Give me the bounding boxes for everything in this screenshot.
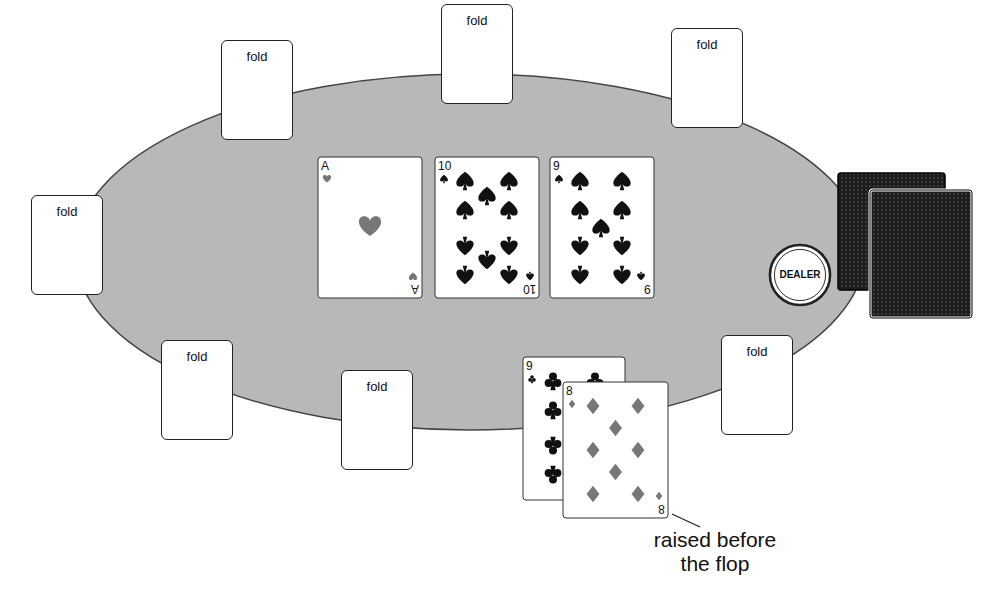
pip (571, 237, 588, 255)
pip (555, 175, 563, 183)
pip (613, 172, 630, 190)
pip (609, 420, 622, 437)
pip (571, 266, 588, 284)
pip (478, 251, 495, 269)
folded-hand: fold (721, 335, 793, 435)
pip (613, 266, 630, 284)
card-index: 9 (526, 359, 533, 373)
pip (478, 187, 495, 205)
pip (500, 266, 517, 284)
pip (409, 273, 417, 280)
pip (587, 398, 600, 415)
card-face (435, 157, 539, 298)
pip (609, 464, 622, 481)
card-index: 10 (438, 159, 451, 173)
playing-card: 9 (523, 357, 625, 500)
dealer-label: DEALER (768, 269, 832, 281)
fold-label: fold (722, 344, 792, 359)
pip (569, 400, 575, 408)
leader-line (672, 514, 700, 527)
pip (592, 219, 609, 237)
playing-card: AA (318, 157, 422, 298)
pip (456, 201, 473, 219)
folded-hand: fold (31, 195, 103, 295)
pip (656, 492, 662, 500)
card-index: A (411, 282, 419, 296)
pip (440, 175, 448, 183)
pip (500, 172, 517, 190)
folded-hand: fold (441, 4, 513, 104)
pip (545, 402, 562, 420)
pip (500, 201, 517, 219)
fold-label: fold (672, 37, 742, 52)
card-index: 8 (658, 502, 665, 516)
card-face (550, 157, 654, 298)
pip (571, 201, 588, 219)
fold-label: fold (222, 49, 292, 64)
pip (359, 216, 381, 236)
folded-hand: fold (221, 40, 293, 140)
playing-card: 99 (550, 157, 654, 298)
pip (456, 266, 473, 284)
pip (587, 442, 600, 459)
card-index: 8 (566, 384, 573, 398)
folded-hand: fold (341, 370, 413, 470)
fold-label: fold (442, 13, 512, 28)
dealer-button: DEALER (768, 243, 832, 307)
fold-label: fold (342, 379, 412, 394)
pip (632, 442, 645, 459)
card-back-edge (870, 190, 972, 318)
folded-hand: fold (161, 340, 233, 440)
card-index: 9 (553, 159, 560, 173)
pip (456, 237, 473, 255)
card-back (870, 190, 972, 318)
card-index: A (321, 159, 329, 173)
pip (632, 486, 645, 503)
playing-card: 10 10 (435, 157, 539, 298)
pip (500, 237, 517, 255)
pip (632, 398, 645, 415)
pip (571, 172, 588, 190)
fold-label: fold (162, 349, 232, 364)
card-index: 9 (644, 282, 651, 296)
pip (587, 486, 600, 503)
pip (545, 437, 562, 455)
pip (323, 175, 331, 182)
pip (545, 466, 562, 484)
folded-hand: fold (671, 28, 743, 128)
playing-card: 88 (563, 382, 668, 518)
pip (456, 172, 473, 190)
card-face (563, 382, 668, 518)
card-index: 10 (523, 282, 536, 296)
pip (613, 201, 630, 219)
pip (528, 375, 536, 383)
pip (545, 373, 562, 391)
callout-label: raised before the flop (640, 528, 790, 576)
fold-label: fold (32, 204, 102, 219)
card-face (318, 157, 422, 298)
pip (637, 272, 645, 280)
pip (613, 237, 630, 255)
pip (526, 272, 534, 280)
